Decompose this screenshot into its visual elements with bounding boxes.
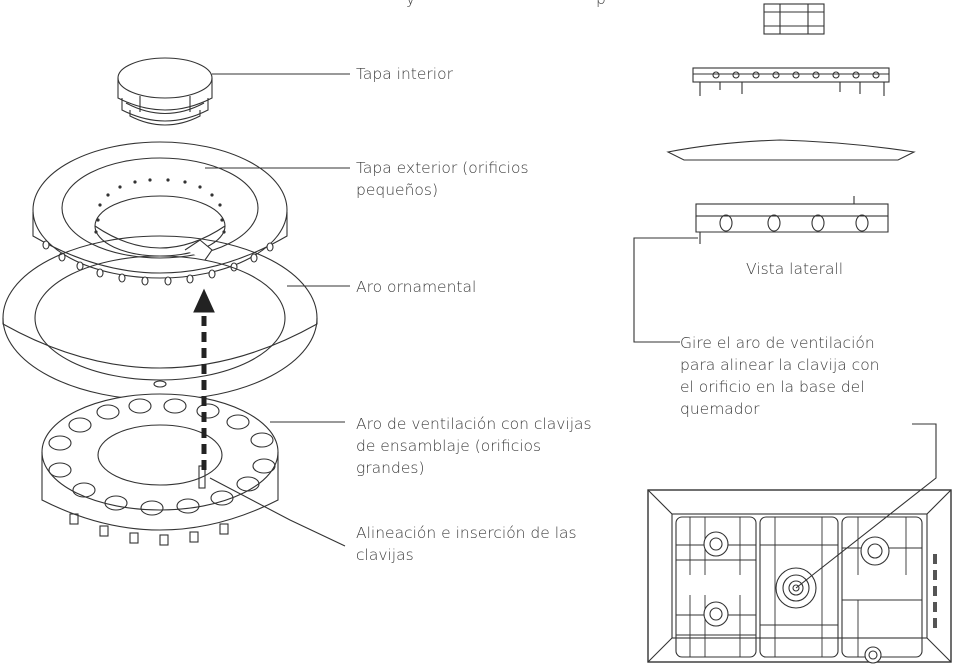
side-view-drawing	[666, 3, 916, 244]
cooktop-topview-drawing	[647, 489, 952, 664]
leader-gire-aro	[795, 423, 937, 589]
label-alineacion: Alineación e inserción de las clavijas	[356, 524, 577, 564]
inner-cap-drawing	[117, 57, 213, 126]
label-aro-ornamental: Aro ornamental	[356, 278, 477, 296]
leader-side-view-peg	[633, 237, 698, 343]
label-aro-ventilacion: Aro de ventilación con clavijas de ensam…	[356, 415, 592, 477]
top-caption-fragment: y	[406, 0, 415, 10]
vent-ring-drawing	[41, 380, 279, 546]
outer-cap-drawing	[32, 141, 288, 286]
alignment-arrowhead	[193, 288, 215, 313]
label-tapa-exterior: Tapa exterior (orificios pequeños)	[356, 159, 529, 199]
label-gire-aro: Gire el aro de ventilación para alinear …	[680, 334, 880, 418]
label-tapa-interior: Tapa interior	[356, 65, 453, 83]
label-vista-lateral: Vista laterall	[746, 260, 844, 278]
leader-alineacion	[209, 477, 346, 547]
top-caption-fragment-2: p	[596, 0, 606, 10]
